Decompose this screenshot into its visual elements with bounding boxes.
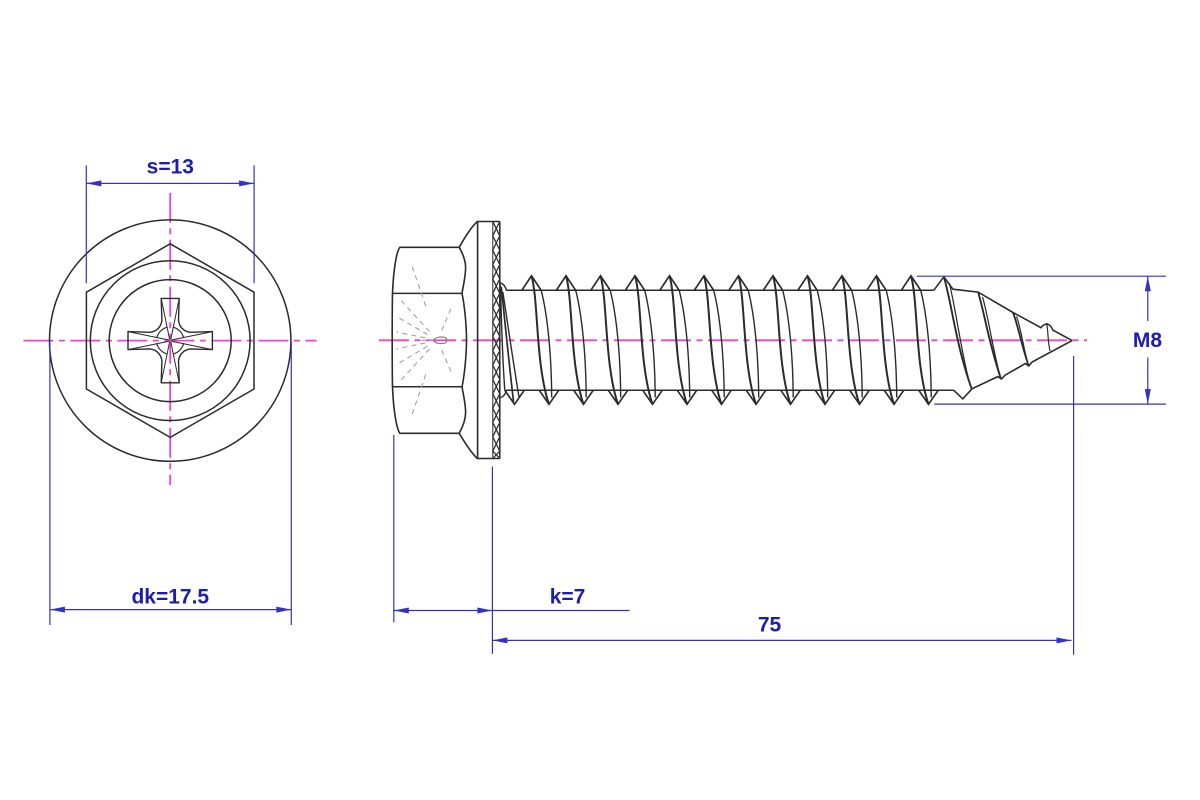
- svg-text:k=7: k=7: [550, 585, 586, 608]
- svg-text:75: 75: [758, 614, 782, 637]
- svg-text:s=13: s=13: [147, 156, 194, 179]
- svg-text:dk=17.5: dk=17.5: [131, 586, 209, 609]
- svg-text:M8: M8: [1133, 329, 1162, 352]
